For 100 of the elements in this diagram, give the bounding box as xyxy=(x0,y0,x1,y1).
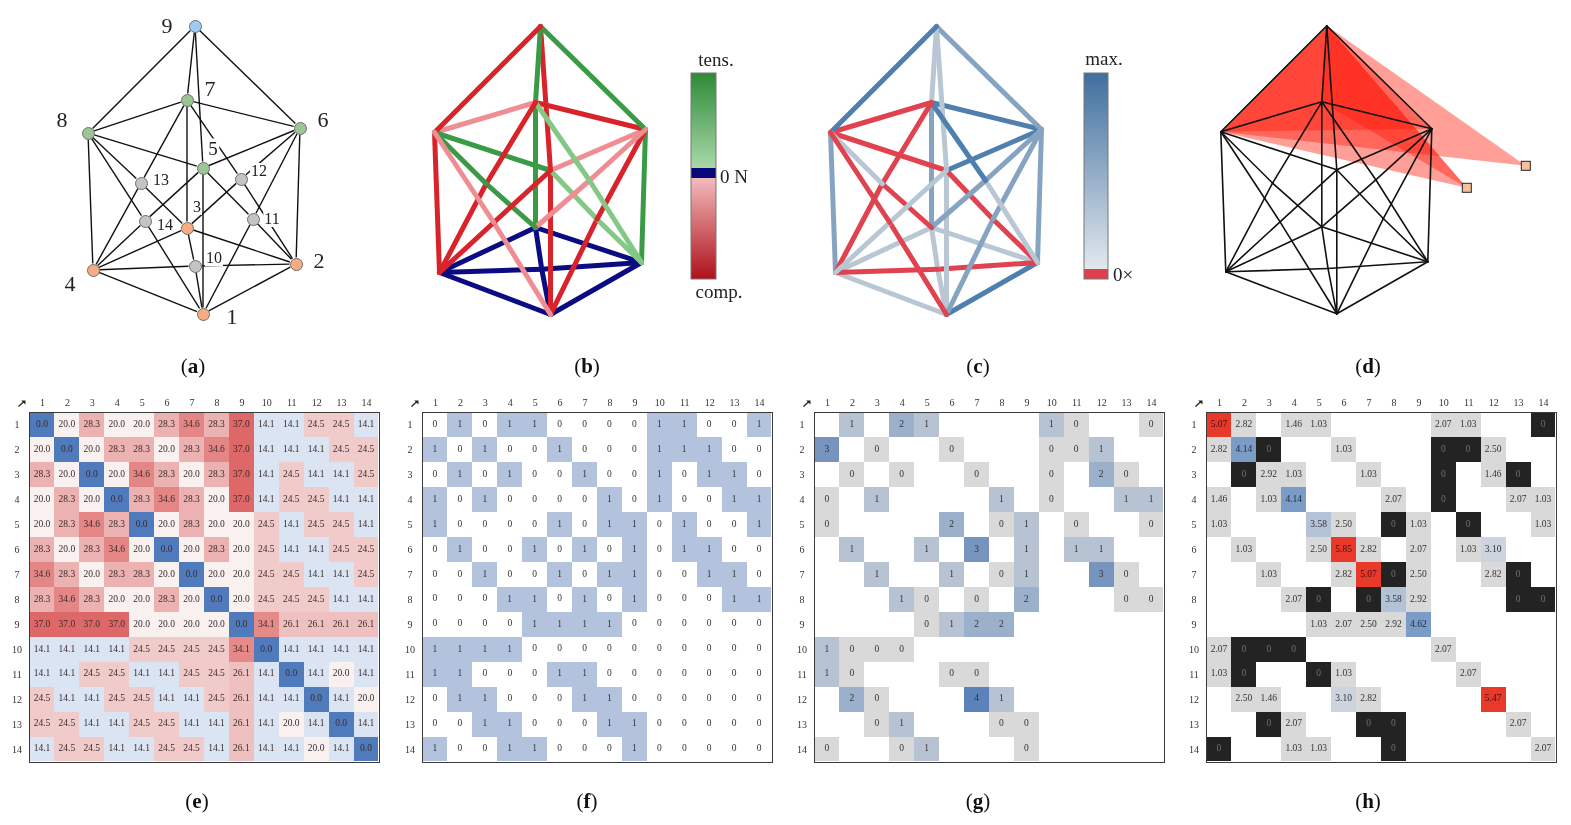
cell-value: 0 xyxy=(557,544,562,555)
matrix-cell: 14.1 xyxy=(278,412,304,438)
matrix-cell: 0 xyxy=(889,736,915,762)
matrix-cell: 20.0 xyxy=(29,487,55,513)
cell-value: 0 xyxy=(482,420,488,430)
cell-value: 0 xyxy=(706,719,712,729)
cell-value: 0 xyxy=(632,445,637,455)
matrix-cell: 0.0 xyxy=(154,537,180,563)
cell-value: 0 xyxy=(507,544,513,555)
cell-value: 0 xyxy=(557,594,562,605)
cell-value: 0 xyxy=(706,669,712,679)
matrix-cell: 37.0 xyxy=(228,487,254,513)
matrix-cell: 20.0 xyxy=(129,412,155,438)
matrix-cell: 0 xyxy=(1138,412,1164,438)
cell-value: 0 xyxy=(706,744,712,754)
matrix-cell: 1.46 xyxy=(1281,412,1307,438)
matrix-cell: 2.82 xyxy=(1231,412,1257,438)
column-number: 9 xyxy=(632,398,638,408)
row-number: 8 xyxy=(407,594,413,605)
row-number: 9 xyxy=(407,619,413,630)
cell-value: 0 xyxy=(681,619,687,630)
row-number: 2 xyxy=(14,445,20,456)
edge-line xyxy=(98,271,198,313)
cell-value: 0 xyxy=(731,669,737,679)
column-number: 3 xyxy=(874,398,880,408)
matrix-cell: 1 xyxy=(814,636,840,662)
cell-value: 0 xyxy=(507,519,513,530)
matrix-cell: 4 xyxy=(964,686,989,712)
edge-line xyxy=(243,183,294,260)
matrix-cell: 28.3 xyxy=(104,512,130,538)
matrix-cell: 1 xyxy=(621,537,647,563)
matrix-cell: 1 xyxy=(547,661,573,687)
matrix-cell: 1 xyxy=(422,661,448,687)
cell-value: 0 xyxy=(532,694,538,704)
matrix-cell: 37.0 xyxy=(54,611,80,637)
matrix-cell: 5.85 xyxy=(1331,537,1357,563)
cell-value: 0 xyxy=(681,694,687,704)
matrix-cell: 20.0 xyxy=(129,611,155,637)
row-number: 5 xyxy=(799,520,805,531)
matrix-cell: 24.5 xyxy=(204,636,229,662)
matrix-cell: 24.5 xyxy=(278,462,304,488)
edge-line xyxy=(98,265,190,271)
matrix-cell: 1.03 xyxy=(1331,437,1357,463)
cell-value: 0 xyxy=(756,694,762,704)
cell-value: 0 xyxy=(607,744,612,754)
matrix-cell: 1 xyxy=(597,711,622,737)
cell-value: 0 xyxy=(507,495,513,505)
cell-value: 0 xyxy=(681,569,687,580)
matrix-cell: 1 xyxy=(989,487,1014,513)
matrix-cell: 24.5 xyxy=(179,636,204,662)
cell-value: 0 xyxy=(681,470,687,480)
matrix-cell: 28.3 xyxy=(54,512,80,538)
edge-line xyxy=(191,182,237,225)
matrix-cell: 24.5 xyxy=(204,686,229,712)
row-number: 1 xyxy=(407,420,413,431)
edge-line xyxy=(192,100,295,128)
cell-value: 0 xyxy=(532,569,538,580)
edge-line xyxy=(87,138,94,265)
matrix-cell: 3.10 xyxy=(1480,537,1506,563)
node-number: 12 xyxy=(250,163,268,179)
matrix-cell: 3.58 xyxy=(1306,512,1332,538)
matrix-cell: 20.0 xyxy=(204,512,229,538)
matrix-cell: 0 xyxy=(964,587,989,612)
matrix-cell: 14.1 xyxy=(179,711,204,737)
cell-value: 0 xyxy=(582,445,587,455)
edge-line xyxy=(98,229,182,269)
cell-value: 0 xyxy=(482,744,488,754)
column-number: 7 xyxy=(974,398,980,408)
scale-label: max. xyxy=(1085,48,1123,68)
cell-value: 0 xyxy=(656,719,662,729)
cell-value: 0 xyxy=(656,569,662,580)
cell-value: 0 xyxy=(482,519,488,530)
matrix-cell: 1 xyxy=(447,462,473,488)
matrix-cell: 0 xyxy=(939,661,965,687)
column-number: 8 xyxy=(1391,398,1397,408)
matrix-cell: 2 xyxy=(839,686,865,712)
row-number: 3 xyxy=(1191,470,1197,481)
row-number: 3 xyxy=(14,470,20,481)
matrix-cell: 20.0 xyxy=(179,611,204,637)
matrix-cell: 14.1 xyxy=(154,661,180,687)
matrix-cell: 1 xyxy=(671,437,697,463)
matrix-cell: 1 xyxy=(472,487,498,513)
matrix-cell: 24.5 xyxy=(328,437,354,463)
matrix-cell: 0 xyxy=(1138,587,1164,612)
matrix-cell: 1 xyxy=(914,736,940,762)
matrix-cell: 0 xyxy=(1138,512,1164,538)
matrix-cell: 20.0 xyxy=(29,437,55,463)
matrix-cell: 24.5 xyxy=(253,512,279,538)
matrix-cell: 0 xyxy=(814,487,840,513)
matrix-cell: 0 xyxy=(864,711,890,737)
cell-value: 0 xyxy=(681,594,687,605)
matrix-cell: 14.1 xyxy=(353,412,379,438)
matrix-cell: 1 xyxy=(1013,512,1039,538)
matrix-cell: 0 xyxy=(1505,587,1531,612)
matrix-cell: 1.03 xyxy=(1306,736,1332,762)
matrix-cell: 1 xyxy=(671,412,697,438)
row-number: 11 xyxy=(1189,669,1199,680)
row-number: 12 xyxy=(1189,694,1199,705)
cell-value: 0 xyxy=(607,470,612,480)
cell-value: 0 xyxy=(532,495,538,505)
